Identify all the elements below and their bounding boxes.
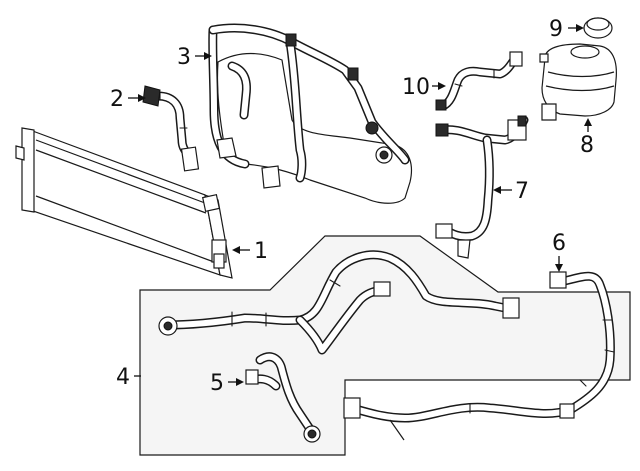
callout-4: 4 [116,365,130,390]
part-2-hose [142,85,200,172]
part-4-hose [158,250,520,355]
callout-1: 1 [254,239,268,264]
reservoir-cap [583,17,613,39]
callout-8: 8 [580,133,594,158]
part-3-hose [208,23,413,204]
radiator [15,127,233,279]
callout-7: 7 [515,179,529,204]
part-7-hose [435,115,529,259]
callout-2: 2 [110,87,124,112]
callout-9: 9 [549,17,563,42]
part-4-group-box [139,235,631,456]
callout-3: 3 [177,45,191,70]
callout-10: 10 [402,75,430,100]
part-10-hose [435,51,523,111]
callout-6: 6 [552,231,566,256]
callout-5: 5 [210,371,224,396]
part-6-hose [343,271,615,441]
callout-leaders [128,24,592,386]
coolant-reservoir [539,43,617,121]
part-5-hose [245,352,321,443]
